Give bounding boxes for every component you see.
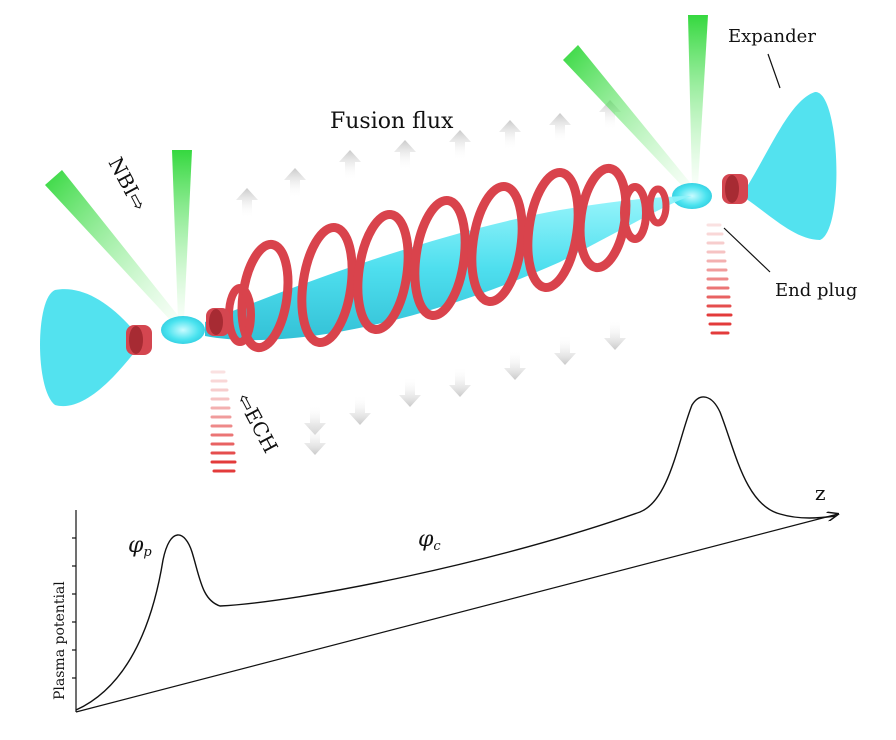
z-axis-label: z [815, 481, 826, 505]
potential-plot: Plasma potential z φp φc [52, 396, 838, 713]
nbi-beams [45, 15, 708, 322]
coils [237, 163, 631, 353]
fusion-flux-arrows-down [304, 320, 626, 455]
fusion-flux-arrows-up [236, 100, 621, 218]
expander-label: Expander [728, 26, 816, 47]
left-plug-plasma [161, 316, 205, 344]
end-coils [126, 174, 748, 355]
ech-waves-left [210, 370, 237, 473]
ech-waves-right [706, 223, 733, 335]
phi-c-label: φc [418, 527, 441, 554]
end-plug-leader [723, 227, 771, 273]
expander-leader [767, 53, 781, 89]
end-plug-label: End plug [775, 280, 857, 301]
potential-curve [75, 396, 837, 711]
y-axis-ticks [72, 537, 76, 679]
plasma-potential-label: Plasma potential [52, 581, 68, 700]
ech-label: ⇦ECH [232, 389, 283, 457]
right-expander-plasma [745, 91, 837, 240]
nbi-label: NBI⇨ [104, 153, 152, 214]
left-expander-plasma [40, 289, 140, 407]
phi-p-label: φp [128, 533, 152, 560]
fusion-flux-label: Fusion flux [330, 109, 454, 134]
z-axis [75, 514, 838, 713]
central-plasma-column [205, 196, 692, 341]
